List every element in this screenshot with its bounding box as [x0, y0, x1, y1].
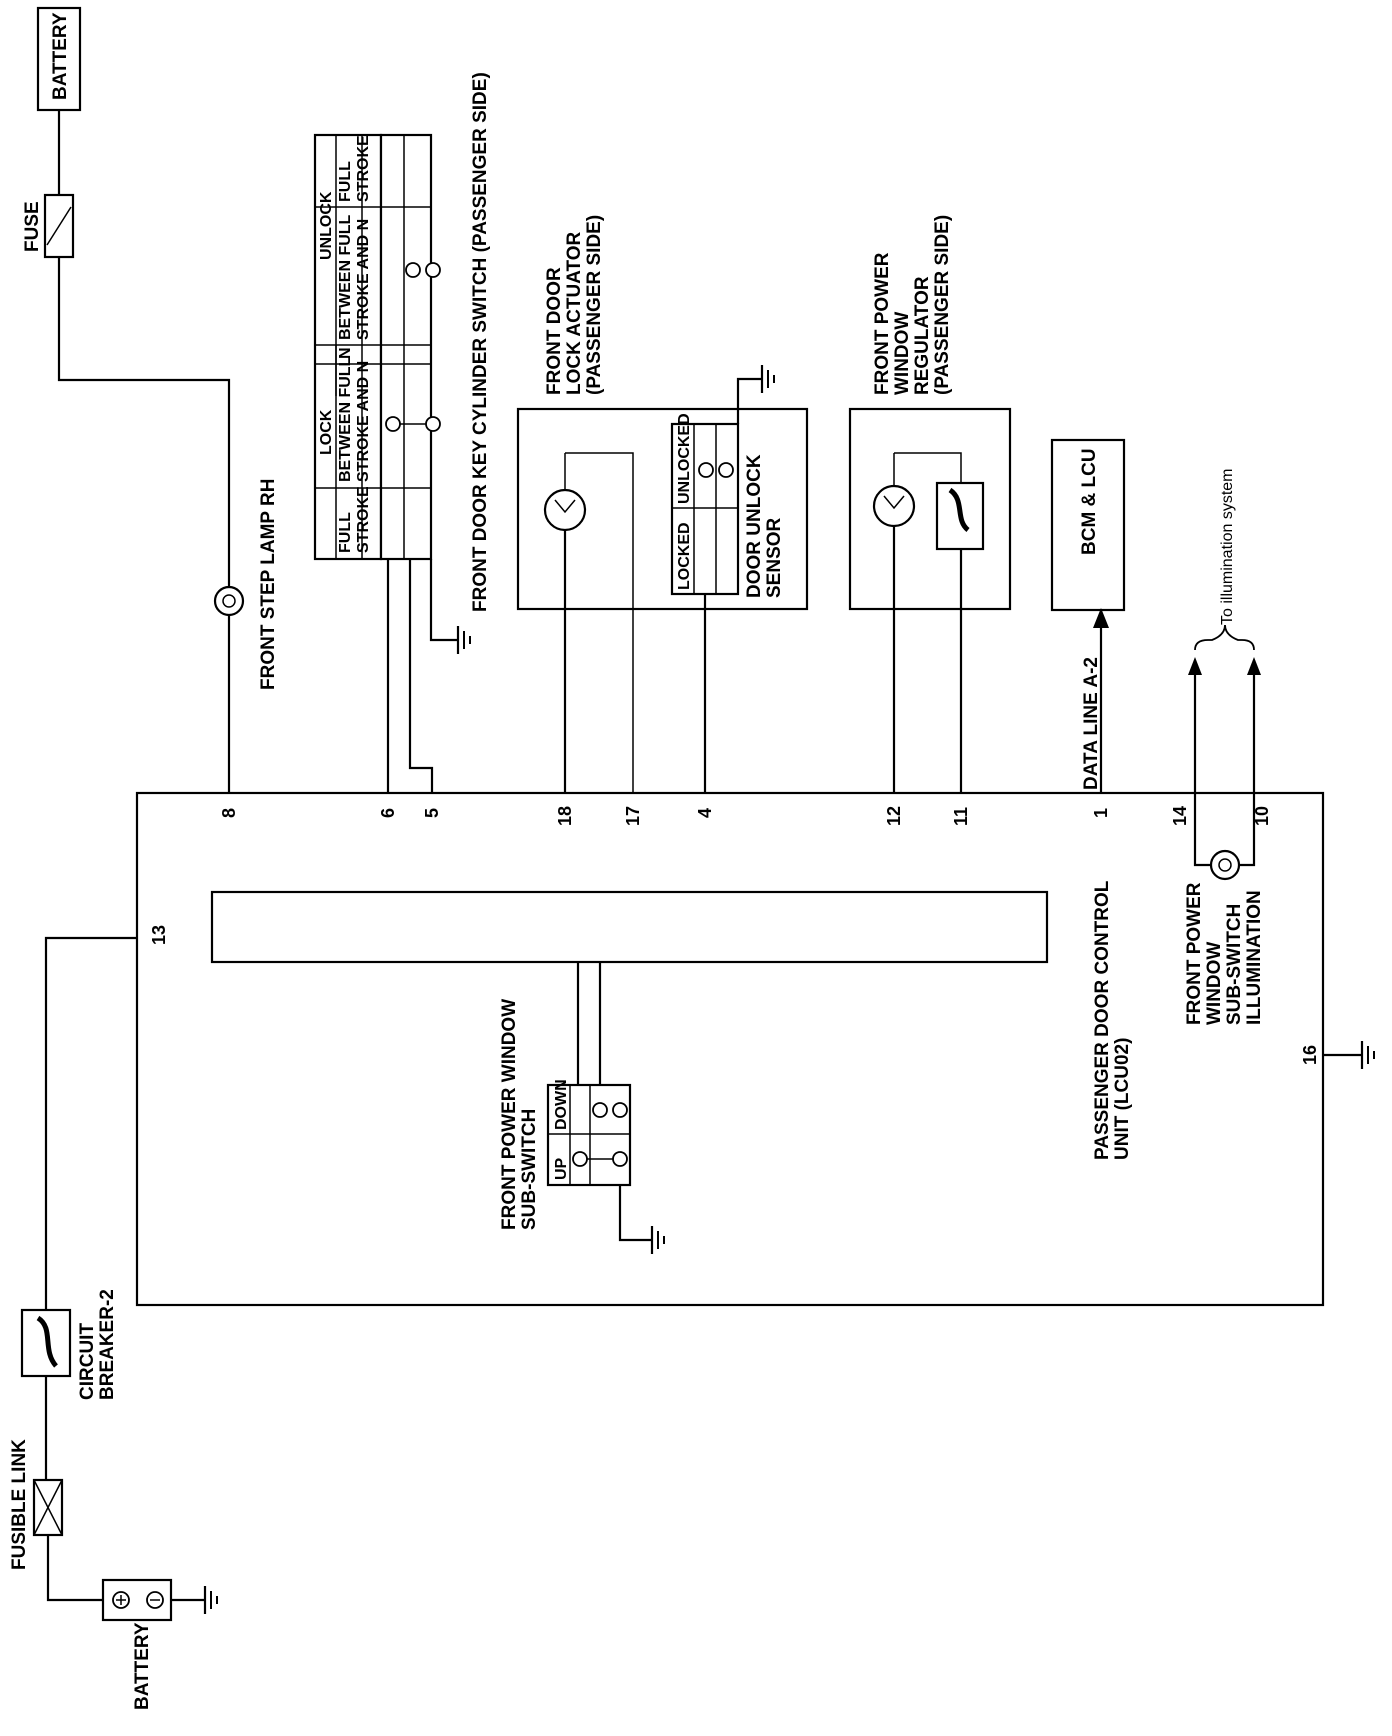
- between-lock-1: BETWEEN FULL: [337, 356, 354, 482]
- pin-14: 14: [1170, 806, 1190, 826]
- battery-bottom-label: BATTERY: [132, 1622, 153, 1710]
- window-regulator-box: [848, 407, 1012, 793]
- pin-4: 4: [695, 808, 715, 818]
- front-step-lamp-label: FRONT STEP LAMP RH: [258, 479, 279, 690]
- subswitch-label-2: SUB-SWITCH: [519, 1109, 540, 1230]
- fuse-label: FUSE: [22, 201, 43, 252]
- lock-actuator-label-2: LOCK ACTUATOR: [564, 231, 585, 395]
- subswitch-illumination-lamp: [1209, 849, 1241, 881]
- data-line-label: DATA LINE A-2: [1081, 657, 1102, 790]
- subswitch-illum-label-3: SUB-SWITCH: [1224, 904, 1245, 1025]
- window-regulator-label-4: (PASSENGER SIDE): [932, 215, 953, 395]
- down-label: DOWN: [553, 1079, 570, 1130]
- n-header: N: [337, 347, 354, 359]
- lock-actuator-label-1: FRONT DOOR: [544, 267, 565, 395]
- unlock-header: UNLOCK: [318, 191, 335, 260]
- between-unlock-1: BETWEEN FULL: [337, 214, 354, 340]
- battery-bottom: [101, 1578, 173, 1622]
- window-regulator-label-2: WINDOW: [892, 312, 913, 395]
- front-step-lamp-symbol: [213, 585, 245, 617]
- pin-16: 16: [1300, 1045, 1320, 1065]
- control-unit-label-1: PASSENGER DOOR CONTROL: [1092, 880, 1113, 1160]
- unlocked-label: UNLOCKED: [676, 413, 693, 504]
- lock-actuator-box: [516, 407, 809, 793]
- subswitch-label-1: FRONT POWER WINDOW: [499, 999, 520, 1230]
- pin-13: 13: [149, 925, 169, 945]
- pin-8: 8: [219, 808, 239, 818]
- pin-10: 10: [1252, 806, 1272, 826]
- between-unlock-2: STROKE AND N: [355, 219, 372, 340]
- bcm-box: BCM & LCU: [1050, 438, 1126, 612]
- lock-header: LOCK: [318, 409, 335, 455]
- full-stroke-lock-1: FULL: [337, 512, 354, 553]
- pin-18: 18: [555, 806, 575, 826]
- window-regulator-label-1: FRONT POWER: [872, 252, 893, 395]
- pin-6: 6: [378, 808, 398, 818]
- pin-1: 1: [1091, 808, 1111, 818]
- fusible-link-symbol: [32, 1478, 64, 1537]
- pin-17: 17: [623, 806, 643, 826]
- circuit-breaker-label-2: BREAKER-2: [97, 1289, 118, 1400]
- fuse-symbol: [43, 193, 75, 259]
- up-label: UP: [553, 1157, 570, 1180]
- circuit-breaker-symbol: [20, 1308, 72, 1378]
- key-switch-label: FRONT DOOR KEY CYLINDER SWITCH (PASSENGE…: [470, 72, 491, 612]
- lock-actuator-label-3: (PASSENGER SIDE): [584, 215, 605, 395]
- pin-11: 11: [951, 807, 971, 826]
- control-unit-label-2: UNIT (LCU02): [1112, 1038, 1133, 1160]
- passenger-door-control-unit: [135, 791, 1325, 1307]
- door-unlock-sensor-table: LOCKED UNLOCKED: [670, 413, 740, 596]
- full-stroke-unlock-1: FULL: [337, 161, 354, 202]
- door-unlock-sensor-label-2: SENSOR: [764, 517, 785, 598]
- subswitch-illum-label-1: FRONT POWER: [1184, 882, 1205, 1025]
- subswitch-illum-label-2: WINDOW: [1204, 942, 1225, 1025]
- full-stroke-unlock-2: STROKE: [355, 135, 372, 202]
- window-regulator-label-3: REGULATOR: [912, 276, 933, 395]
- circuit-breaker-label-1: CIRCUIT: [77, 1323, 98, 1400]
- battery-top: BATTERY: [36, 6, 82, 112]
- between-lock-2: STROKE AND N: [355, 361, 372, 482]
- pin-5: 5: [422, 808, 442, 818]
- full-stroke-lock-2: STROKE: [355, 486, 372, 553]
- locked-label: LOCKED: [676, 522, 693, 590]
- bcm-label: BCM & LCU: [1079, 448, 1100, 555]
- subswitch-table: UP DOWN: [546, 1079, 632, 1187]
- illumination-system-label: To illumination system: [1219, 469, 1236, 626]
- fusible-link-label: FUSIBLE LINK: [9, 1439, 30, 1570]
- battery-top-label: BATTERY: [50, 12, 71, 100]
- subswitch-illum-label-4: ILLUMINATION: [1244, 890, 1265, 1025]
- pin-12: 12: [884, 806, 904, 826]
- door-unlock-sensor-label-1: DOOR UNLOCK: [744, 454, 765, 598]
- key-cylinder-switch-table: LOCK UNLOCK N FULL STROKE BETWEEN FULL S…: [313, 133, 441, 561]
